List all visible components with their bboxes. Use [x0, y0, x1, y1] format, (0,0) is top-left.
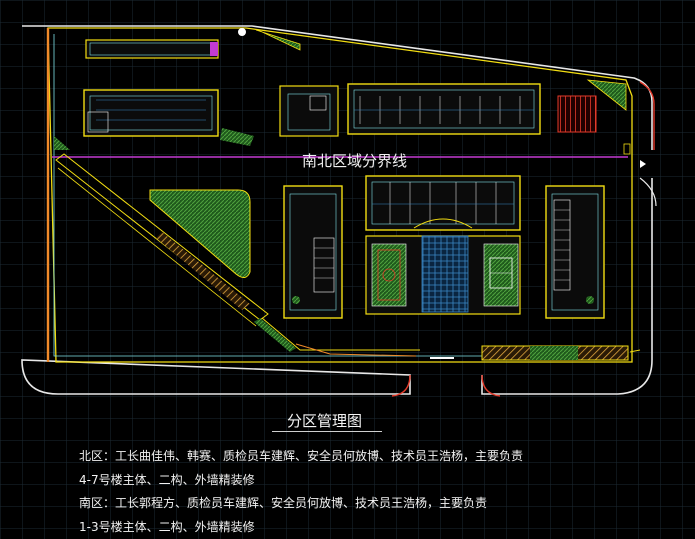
south-green-zone — [149, 189, 251, 278]
south-building-center — [365, 175, 521, 231]
south-building-right — [545, 185, 605, 319]
north-building-small — [279, 85, 339, 137]
sports-courts — [365, 235, 521, 315]
south-building-left — [283, 185, 343, 319]
note-line-north: 北区：工长曲佳伟、韩赛、质检员车建辉、安全员何放博、技术员王浩杨，主要负责 — [79, 449, 524, 463]
north-building-left — [83, 89, 219, 137]
red-material-yard — [557, 95, 597, 133]
note-line-north-scope: 4-7号楼主体、二构、外墙精装修 — [79, 473, 255, 487]
divider-label: 南北区域分界线 — [302, 152, 408, 170]
construction-fence — [47, 27, 633, 363]
north-building-top-left — [85, 39, 219, 59]
note-line-south: 南区：工长郭程方、质检员车建辉、安全员何放博、技术员王浩杨，主要负责 — [79, 496, 488, 510]
figure-title: 分区管理图 — [287, 412, 363, 430]
north-building-right — [347, 83, 541, 135]
title-underline — [272, 431, 382, 432]
note-line-south-scope: 1-3号楼主体、二构、外墙精装修 — [79, 520, 255, 534]
haul-road-segment — [156, 232, 250, 310]
